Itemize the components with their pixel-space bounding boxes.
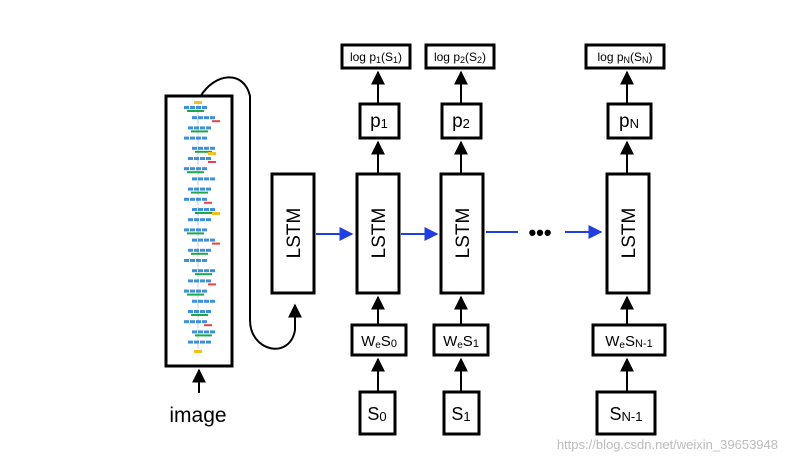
cnn-architecture-icon [184, 101, 220, 353]
p-box [606, 102, 653, 140]
p-label: p2 [452, 111, 470, 132]
word-box [358, 390, 397, 436]
ellipsis-dots: ••• [528, 220, 551, 245]
lstm-label: LSTM [369, 208, 390, 259]
p-box [440, 102, 483, 140]
lstm-box [605, 172, 651, 295]
cnn-encoder [164, 94, 234, 368]
lstm-box [270, 172, 316, 295]
watermark-text: https://blog.csdn.net/weixin_39653948 [557, 437, 778, 452]
p-box [358, 102, 401, 140]
p-label: pN [619, 111, 639, 132]
log-prob-label: log p2(S2) [434, 50, 486, 65]
embedding-box [591, 323, 667, 357]
word-box [442, 390, 481, 436]
image-label: image [169, 404, 226, 427]
lstm-label: LSTM [284, 208, 305, 259]
lstm-box [355, 172, 401, 295]
step-column-1: log p1(S1) p1 LSTM WeS0 S0 [340, 43, 412, 436]
word-box [595, 390, 657, 436]
log-prob-label: log p1(S1) [350, 50, 402, 65]
embedding-label: WeS1 [443, 333, 479, 351]
cnn-to-lstm-connector [199, 76, 302, 350]
word-label: SN-1 [610, 404, 643, 424]
lstm-cell-image: LSTM [270, 172, 316, 295]
log-prob-box [584, 43, 666, 70]
log-prob-box [424, 43, 496, 70]
word-label: S0 [367, 404, 386, 424]
log-prob-label: log pN(SN) [597, 50, 652, 65]
embedding-label: WeSN-1 [605, 333, 652, 351]
embedding-box [432, 323, 490, 357]
step-column-2: log p2(S2) p2 LSTM WeS1 S1 [424, 43, 496, 436]
lstm-label: LSTM [453, 208, 474, 259]
p-label: p1 [370, 111, 388, 132]
word-label: S1 [451, 404, 470, 424]
lstm-label: LSTM [619, 208, 640, 259]
embedding-label: WeS0 [361, 333, 397, 351]
lstm-box [439, 172, 485, 295]
embedding-box [350, 323, 408, 357]
step-column-n: log pN(SN) pN LSTM WeSN-1 SN-1 [584, 43, 667, 436]
log-prob-box [340, 43, 412, 70]
